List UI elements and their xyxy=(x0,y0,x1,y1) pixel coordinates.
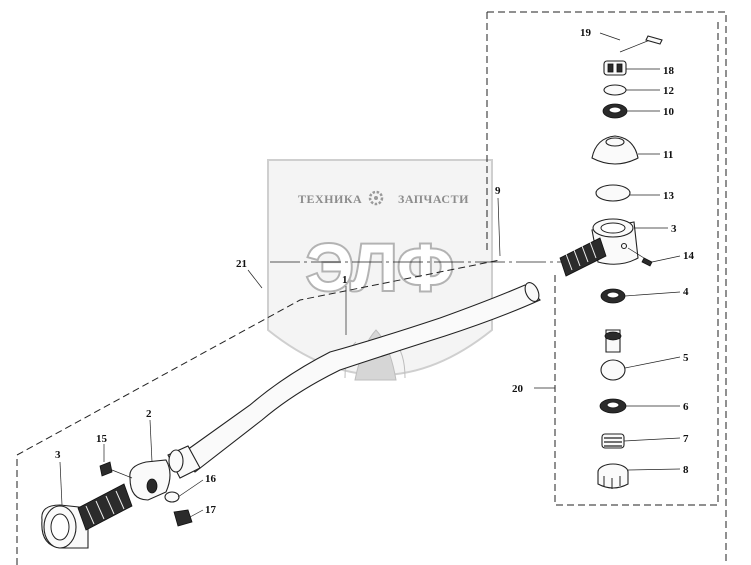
leader-lines xyxy=(59,32,681,518)
part-6-seat xyxy=(599,398,627,414)
threaded-shank-right xyxy=(559,237,607,277)
watermark-right-text: ЗАПЧАСТИ xyxy=(398,192,469,206)
callout-8: 8 xyxy=(683,464,689,476)
watermark: ТЕХНИКА ЗАПЧАСТИ ЭЛФ xyxy=(267,159,493,381)
part-5-ball-stud xyxy=(600,329,626,381)
callout-10: 10 xyxy=(663,106,675,118)
part-7-spring xyxy=(601,433,625,449)
callout-20: 20 xyxy=(512,383,524,395)
callout-13: 13 xyxy=(663,190,675,202)
part-18-castle-nut xyxy=(603,60,627,76)
callout-16: 16 xyxy=(205,473,217,485)
callout-6: 6 xyxy=(683,401,689,413)
callout-7: 7 xyxy=(683,433,689,445)
part-14-grease-fitting xyxy=(627,247,653,267)
part-15-bolt xyxy=(99,461,133,479)
callout-2: 2 xyxy=(146,408,152,420)
part-16-washer xyxy=(164,491,180,503)
callout-19: 19 xyxy=(580,27,592,39)
part-11-dust-boot xyxy=(591,135,639,165)
callout-11: 11 xyxy=(663,149,673,161)
threaded-shank-left xyxy=(77,483,133,531)
left-assembly-boundary xyxy=(16,259,501,565)
gear-icon xyxy=(368,190,384,206)
part-4-seal xyxy=(600,288,626,304)
part-17-nut xyxy=(173,509,193,527)
callout-21: 21 xyxy=(236,258,247,270)
part-3-ball-joint-housing-left xyxy=(41,483,133,549)
callout-15: 15 xyxy=(96,433,108,445)
callout-labels: 19 18 12 10 11 13 3 14 4 5 6 7 8 9 21 1 … xyxy=(55,27,695,516)
callout-5: 5 xyxy=(683,352,689,364)
watermark-logo-text: ЭЛФ xyxy=(306,230,453,304)
callout-18: 18 xyxy=(663,65,675,77)
callout-9: 9 xyxy=(495,185,501,197)
part-12-ring xyxy=(603,84,627,96)
callout-17: 17 xyxy=(205,504,217,516)
part-10-washer xyxy=(602,103,628,119)
part-13-ring xyxy=(595,184,631,202)
part-19-cotter-pin xyxy=(619,35,663,53)
right-assembly-boundary xyxy=(487,11,727,565)
right-assembly-inner-boundary xyxy=(486,12,719,506)
part-8-plug xyxy=(597,463,629,489)
callout-14: 14 xyxy=(683,250,695,262)
part-2-clamp xyxy=(129,449,184,501)
callout-1: 1 xyxy=(342,274,348,286)
callout-12: 12 xyxy=(663,85,675,97)
watermark-left-text: ТЕХНИКА xyxy=(298,192,362,206)
part-3-ball-joint-housing-right xyxy=(559,218,639,277)
callout-3-right: 3 xyxy=(671,223,677,235)
callout-3-left: 3 xyxy=(55,449,61,461)
callout-4: 4 xyxy=(683,286,689,298)
